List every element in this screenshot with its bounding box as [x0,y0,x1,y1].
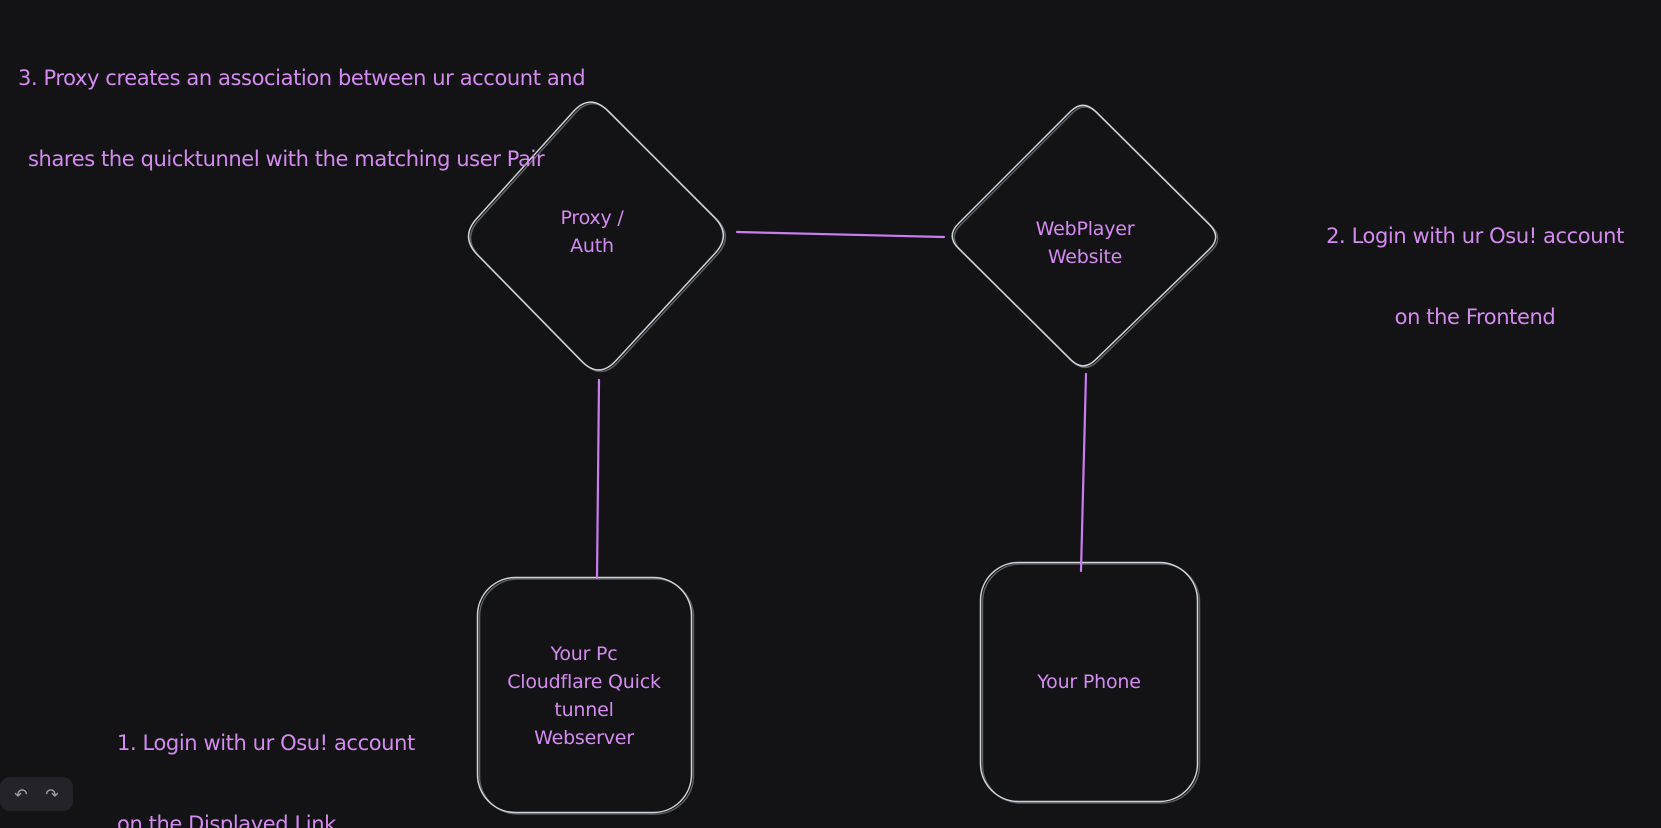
pc-webserver-rectangle[interactable] [476,576,695,815]
webplayer-diamond-outline [951,104,1217,367]
proxy-auth-diamond[interactable] [467,101,727,373]
webplayer-website-diamond[interactable] [951,104,1219,369]
undo-icon: ↶ [14,784,28,804]
connector-proxy-to-webplayer[interactable] [735,230,946,239]
webplayer-diamond-outline-echo [953,106,1219,369]
phone-label[interactable]: Your Phone [1037,671,1141,693]
redo-button[interactable]: ↷ [39,781,65,807]
redo-icon: ↷ [45,784,59,804]
note-step1[interactable]: 1. Login with ur Osu! account on the Dis… [117,676,415,828]
note-step1-line2: on the Displayed Link [117,812,336,828]
undo-button[interactable]: ↶ [8,781,34,807]
note-step3-line2: shares the quicktunnel with the matching… [28,147,545,171]
note-step2-line1: 2. Login with ur Osu! account [1326,224,1624,248]
pc-rectangle-outline [476,576,693,814]
note-step2-line2: on the Frontend [1394,305,1556,329]
note-step2[interactable]: 2. Login with ur Osu! account on the Fro… [1305,169,1645,385]
pc-rectangle-outline-echo [478,578,695,815]
history-panel: ↶ ↷ [0,777,73,811]
note-step3[interactable]: 3. Proxy creates an association between … [18,11,586,227]
pc-webserver-label[interactable]: Your Pc Cloudflare Quick tunnel Webserve… [507,643,661,749]
phone-rectangle-outline-echo [981,563,1201,804]
phone-rectangle-outline [979,561,1199,803]
connector-proxy-to-pc[interactable] [595,378,601,580]
note-step1-line1: 1. Login with ur Osu! account [117,731,415,755]
phone-rectangle[interactable] [979,561,1201,804]
proxy-auth-diamond-outline [467,101,725,371]
note-step3-line1: 3. Proxy creates an association between … [18,66,586,90]
webplayer-website-label[interactable]: WebPlayer Website [1035,218,1135,268]
proxy-auth-label[interactable]: Proxy / Auth [560,207,624,257]
connector-webplayer-to-phone[interactable] [1079,372,1088,573]
proxy-auth-diamond-outline-echo [469,102,727,373]
